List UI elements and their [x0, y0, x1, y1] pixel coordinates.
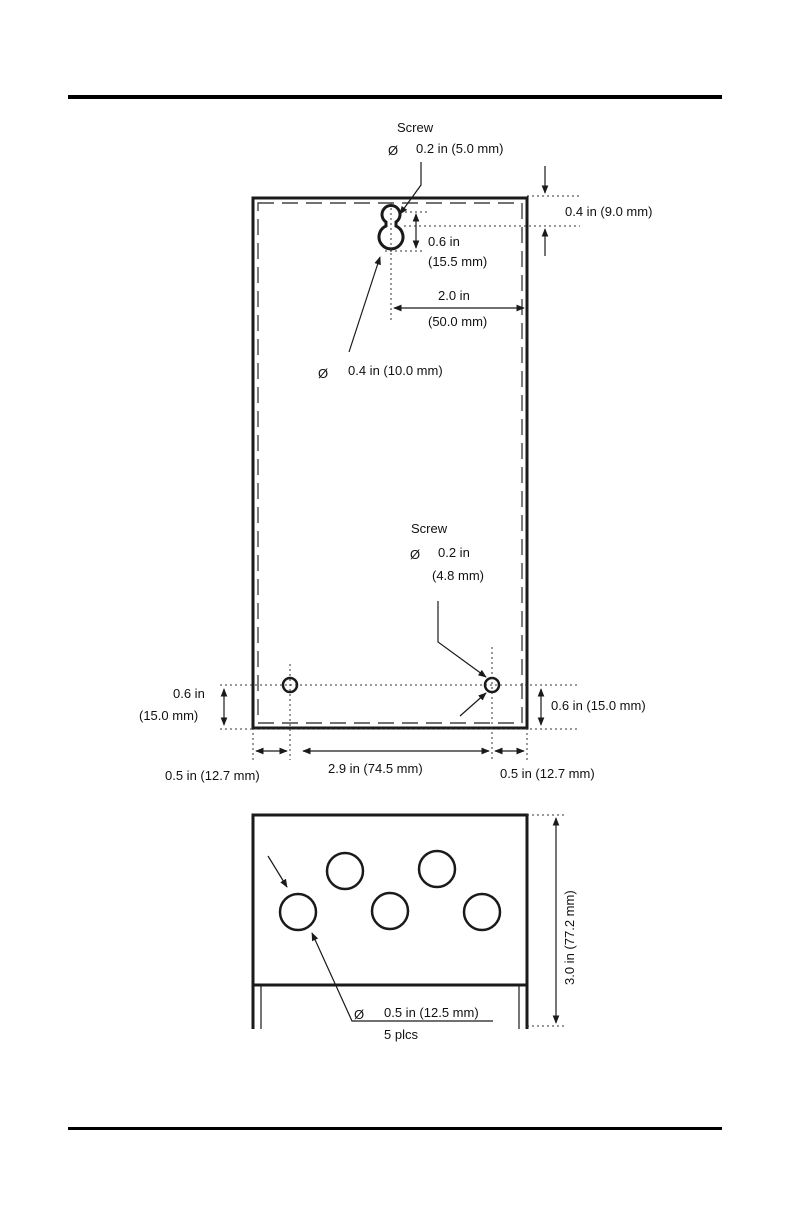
- diameter-symbol-knockout: Ø: [354, 1007, 364, 1022]
- screw-bottom-leader: [438, 601, 486, 677]
- screw-top-size: 0.2 in (5.0 mm): [416, 141, 503, 156]
- diameter-symbol-bottom: Ø: [410, 547, 420, 562]
- keyhole-from-right-line1: 2.0 in: [438, 288, 470, 303]
- screw-bottom-size-line2: (4.8 mm): [432, 568, 484, 583]
- hole-spacing-label: 2.9 in (74.5 mm): [328, 761, 423, 776]
- front-view: Ø 0.5 in (12.5 mm) 5 plcs 3.0 in (77.2 m…: [253, 815, 577, 1042]
- knockout-hole-5: [464, 894, 500, 930]
- screw-bottom-pointer: [460, 693, 486, 716]
- screw-top-leader: [400, 162, 421, 214]
- diameter-symbol-top: Ø: [388, 143, 398, 158]
- knockout-diameter-size: 0.5 in (12.5 mm): [384, 1005, 479, 1020]
- knockout-hole-2: [419, 851, 455, 887]
- top-offset-label: 0.4 in (9.0 mm): [565, 204, 652, 219]
- bottom-left-offset-line1: 0.6 in: [173, 686, 205, 701]
- keyhole-length-line1: 0.6 in: [428, 234, 460, 249]
- screw-top-label: Screw: [397, 120, 434, 135]
- keyhole-diameter-size: 0.4 in (10.0 mm): [348, 363, 443, 378]
- screw-bottom-size-line1: 0.2 in: [438, 545, 470, 560]
- keyhole-diameter-leader: [349, 257, 380, 352]
- right-edge-label: 0.5 in (12.7 mm): [500, 766, 595, 781]
- knockout-hole-4: [372, 893, 408, 929]
- knockout-pointer: [268, 856, 287, 887]
- bottom-right-offset-label: 0.6 in (15.0 mm): [551, 698, 646, 713]
- knockout-hole-3: [280, 894, 316, 930]
- bottom-left-offset-line2: (15.0 mm): [139, 708, 198, 723]
- diameter-symbol-keyhole: Ø: [318, 366, 328, 381]
- keyhole-length-line2: (15.5 mm): [428, 254, 487, 269]
- knockout-count: 5 plcs: [384, 1027, 418, 1042]
- knockout-hole-1: [327, 853, 363, 889]
- left-edge-label: 0.5 in (12.7 mm): [165, 768, 260, 783]
- screw-bottom-label: Screw: [411, 521, 448, 536]
- top-view: 0.4 in (9.0 mm) Screw Ø 0.2 in (5.0 mm) …: [139, 120, 652, 783]
- enclosure-outline: [253, 198, 527, 728]
- keyhole-slot: [379, 206, 403, 249]
- front-height-label: 3.0 in (77.2 mm): [562, 890, 577, 985]
- enclosure-inner-outline: [258, 203, 522, 723]
- keyhole-from-right-line2: (50.0 mm): [428, 314, 487, 329]
